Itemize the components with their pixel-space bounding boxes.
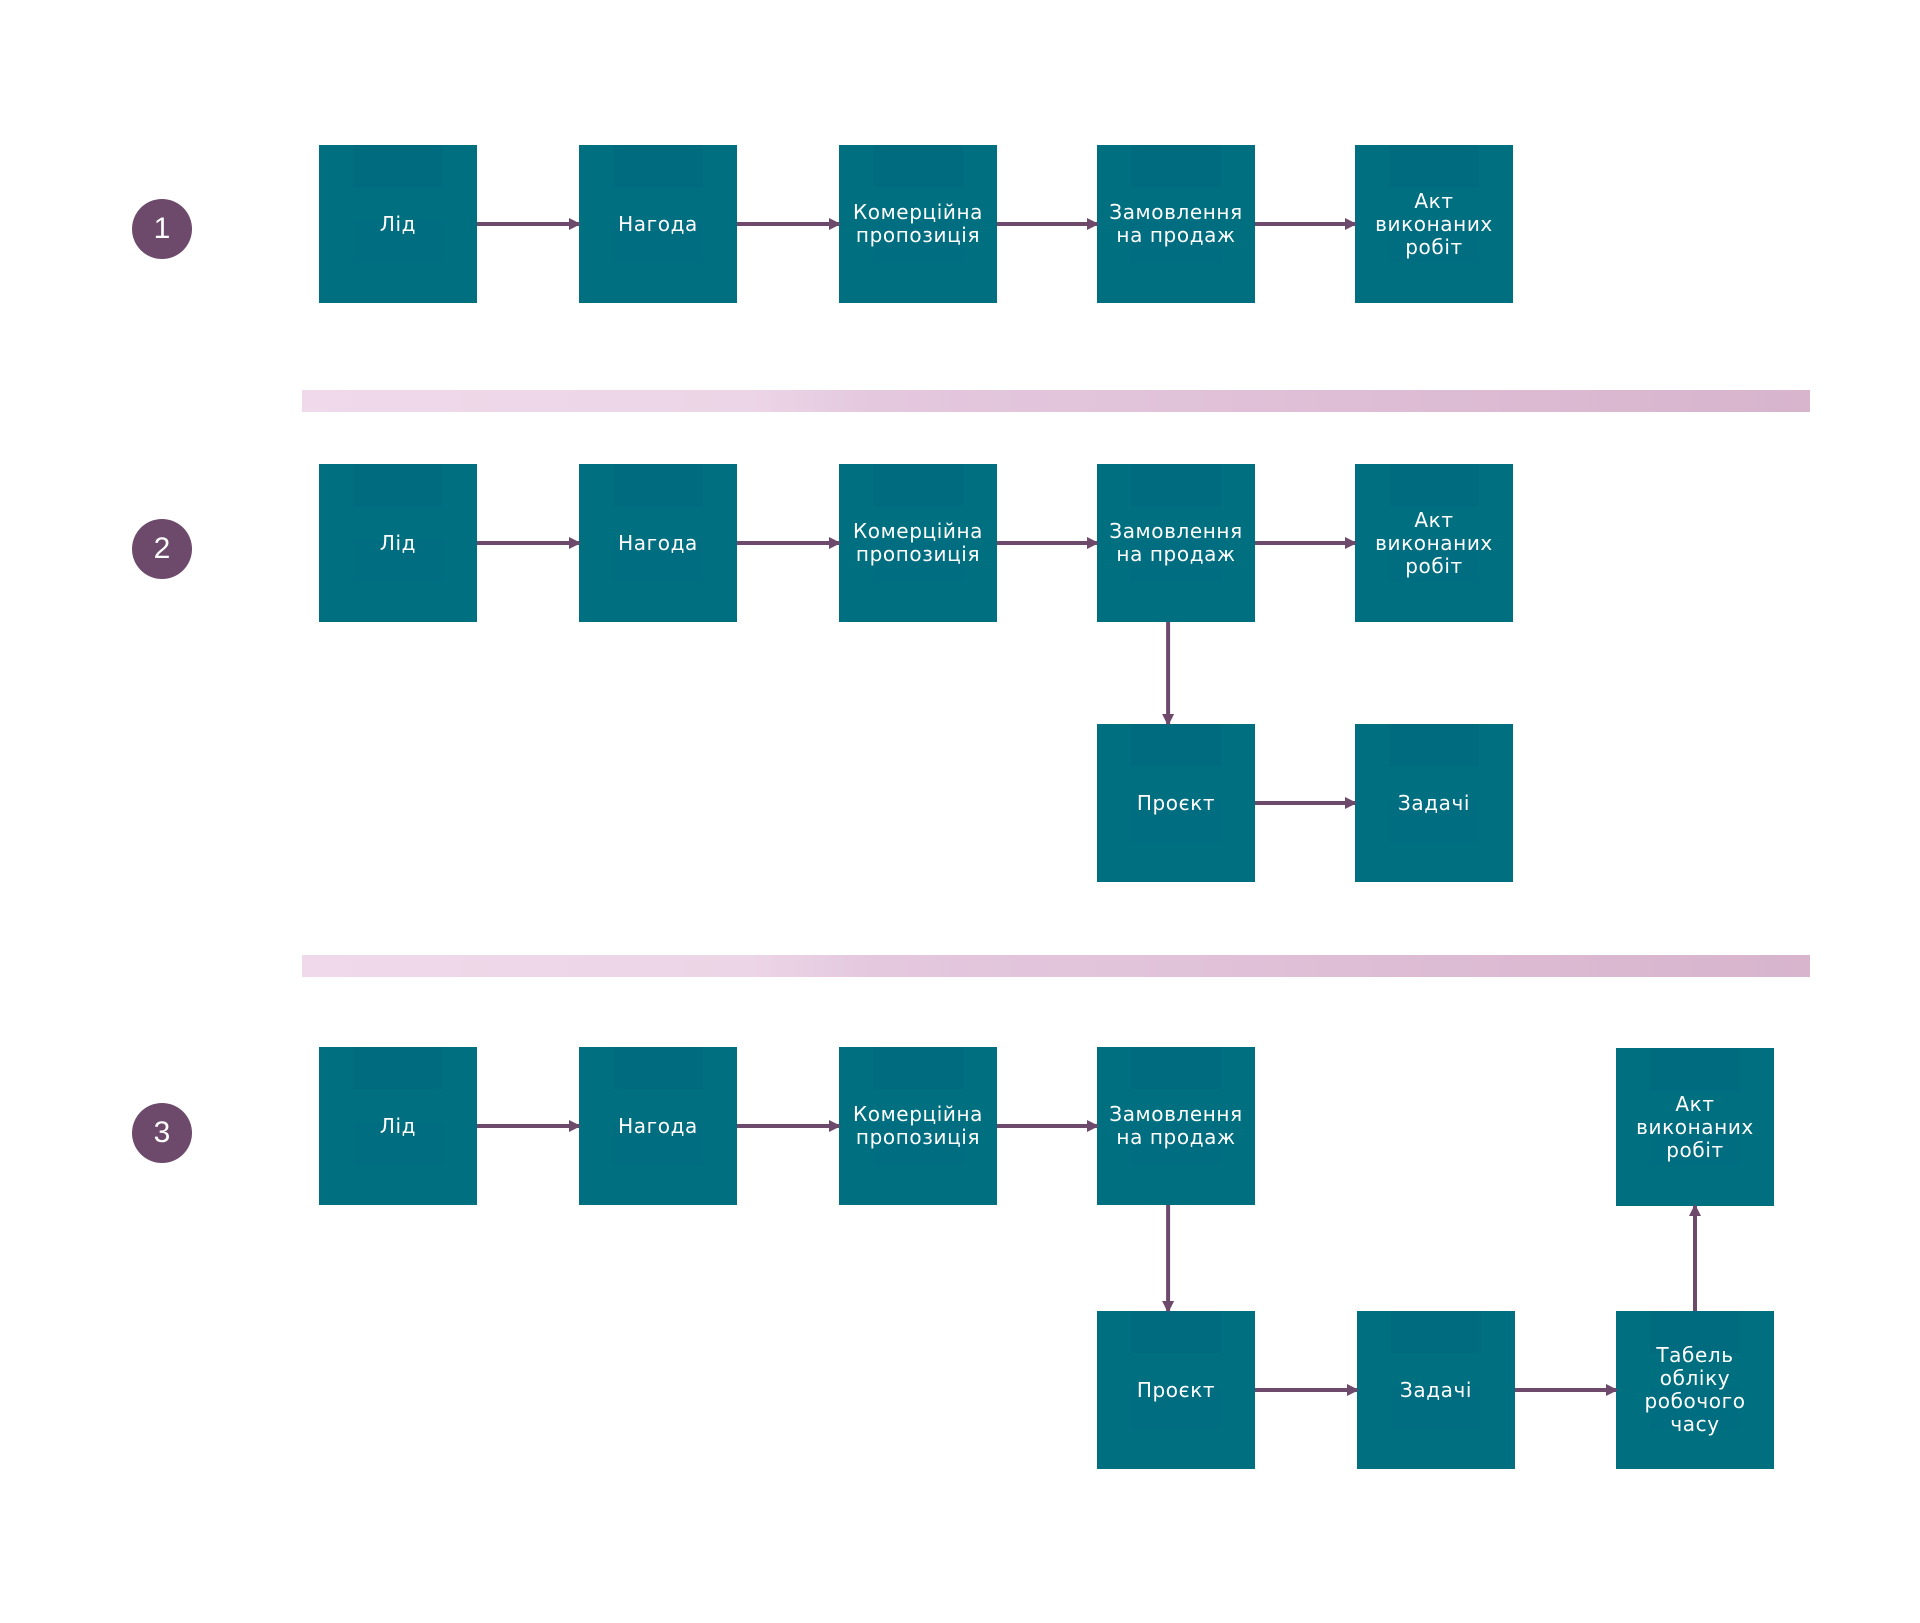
node-label: Нагода (618, 211, 698, 236)
node-label: Комерційна пропозиція (852, 519, 984, 566)
node-label: Задачі (1399, 1377, 1473, 1402)
node-tasks: Задачі (1355, 724, 1513, 882)
node-label: Нагода (618, 530, 698, 555)
node-label: Проєкт (1136, 790, 1216, 815)
node-lead: Лід (319, 464, 477, 622)
node-lead: Лід (319, 145, 477, 303)
node-commercial-offer: Комерційна пропозиція (839, 1047, 997, 1205)
node-label: Комерційна пропозиція (852, 200, 984, 247)
node-label: Замовлення на продаж (1109, 200, 1243, 247)
step-badge-1: 1 (132, 199, 192, 259)
node-label: Нагода (618, 1113, 698, 1138)
node-label: Акт виконаних робіт (1375, 188, 1493, 259)
node-label: Акт виконаних робіт (1375, 507, 1493, 578)
node-label: Табель обліку робочого часу (1644, 1343, 1746, 1436)
node-timesheet: Табель обліку робочого часу (1616, 1311, 1774, 1469)
node-label: Проєкт (1136, 1377, 1216, 1402)
node-label: Лід (379, 211, 417, 236)
section-separator-2 (302, 955, 1810, 977)
section-separator-1 (302, 390, 1810, 412)
node-opportunity: Нагода (579, 464, 737, 622)
node-label: Задачі (1397, 790, 1471, 815)
node-opportunity: Нагода (579, 1047, 737, 1205)
node-completion-act: Акт виконаних робіт (1355, 145, 1513, 303)
step-badge-2: 2 (132, 519, 192, 579)
node-project: Проєкт (1097, 724, 1255, 882)
node-label: Лід (379, 530, 417, 555)
node-completion-act: Акт виконаних робіт (1355, 464, 1513, 622)
node-completion-act: Акт виконаних робіт (1616, 1048, 1774, 1206)
node-sales-order: Замовлення на продаж (1097, 145, 1255, 303)
node-label: Замовлення на продаж (1109, 1102, 1243, 1149)
node-commercial-offer: Комерційна пропозиція (839, 464, 997, 622)
node-tasks: Задачі (1357, 1311, 1515, 1469)
node-label: Акт виконаних робіт (1636, 1091, 1754, 1162)
node-opportunity: Нагода (579, 145, 737, 303)
node-project: Проєкт (1097, 1311, 1255, 1469)
node-label: Комерційна пропозиція (852, 1102, 984, 1149)
step-badge-3: 3 (132, 1103, 192, 1163)
node-label: Лід (379, 1113, 417, 1138)
node-sales-order: Замовлення на продаж (1097, 464, 1255, 622)
node-label: Замовлення на продаж (1109, 519, 1243, 566)
node-lead: Лід (319, 1047, 477, 1205)
node-sales-order: Замовлення на продаж (1097, 1047, 1255, 1205)
node-commercial-offer: Комерційна пропозиція (839, 145, 997, 303)
